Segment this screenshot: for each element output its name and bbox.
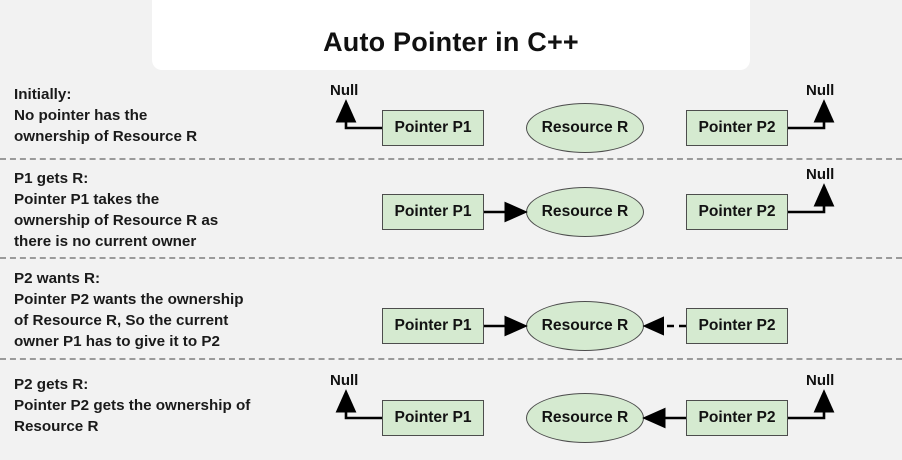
row-initially: Initially: No pointer has the ownership … (0, 82, 902, 156)
arrow-p2-to-null-right (788, 183, 835, 214)
null-label-right: Null (806, 166, 835, 183)
node-pointer-p2[interactable]: Pointer P2 (686, 400, 788, 436)
row-p1-gets-r: P1 gets R: Pointer P1 takes the ownershi… (0, 166, 902, 254)
node-resource-r[interactable]: Resource R (526, 103, 644, 153)
row-diagram-p1-gets-r: Null Pointer P1 Resource R Pointer P2 (324, 166, 902, 254)
row-diagram-p2-gets-r: Null Null Pointer P1 Resource R Pointer … (324, 372, 902, 454)
node-pointer-p1[interactable]: Pointer P1 (382, 400, 484, 436)
node-pointer-p2[interactable]: Pointer P2 (686, 308, 788, 344)
null-label-left: Null (330, 82, 359, 99)
node-pointer-p2[interactable]: Pointer P2 (686, 110, 788, 146)
row-p2-gets-r: P2 gets R: Pointer P2 gets the ownership… (0, 372, 902, 454)
node-pointer-p1[interactable]: Pointer P1 (382, 194, 484, 230)
row-description-p2-gets-r: P2 gets R: Pointer P2 gets the ownership… (14, 376, 251, 435)
arrow-p1-to-null-left (335, 389, 382, 420)
row-description-p1-gets-r: P1 gets R: Pointer P1 takes the ownershi… (14, 170, 219, 250)
arrow-p1-to-null-left (335, 99, 382, 130)
node-resource-r[interactable]: Resource R (526, 301, 644, 351)
row-description-initially: Initially: No pointer has the ownership … (14, 86, 198, 145)
arrow-p2-to-null-right (788, 389, 835, 420)
page-title: Auto Pointer in C++ (323, 27, 579, 57)
node-pointer-p1[interactable]: Pointer P1 (382, 110, 484, 146)
null-label-right: Null (806, 372, 835, 389)
row-diagram-initially: Null Null Pointer P1 Resource R Pointer … (324, 82, 902, 156)
node-pointer-p1[interactable]: Pointer P1 (382, 308, 484, 344)
node-resource-r[interactable]: Resource R (526, 187, 644, 237)
row-diagram-p2-wants-r: Pointer P1 Resource R Pointer P2 (324, 268, 902, 354)
node-resource-r[interactable]: Resource R (526, 393, 644, 443)
row-separator-1 (0, 158, 902, 160)
node-pointer-p2[interactable]: Pointer P2 (686, 194, 788, 230)
arrow-p2-to-null-right (788, 99, 835, 130)
null-label-right: Null (806, 82, 835, 99)
title-card: Auto Pointer in C++ (152, 0, 750, 70)
row-separator-3 (0, 358, 902, 360)
row-p2-wants-r: P2 wants R: Pointer P2 wants the ownersh… (0, 268, 902, 354)
row-description-p2-wants-r: P2 wants R: Pointer P2 wants the ownersh… (14, 270, 244, 350)
null-label-left: Null (330, 372, 359, 389)
row-separator-2 (0, 257, 902, 259)
